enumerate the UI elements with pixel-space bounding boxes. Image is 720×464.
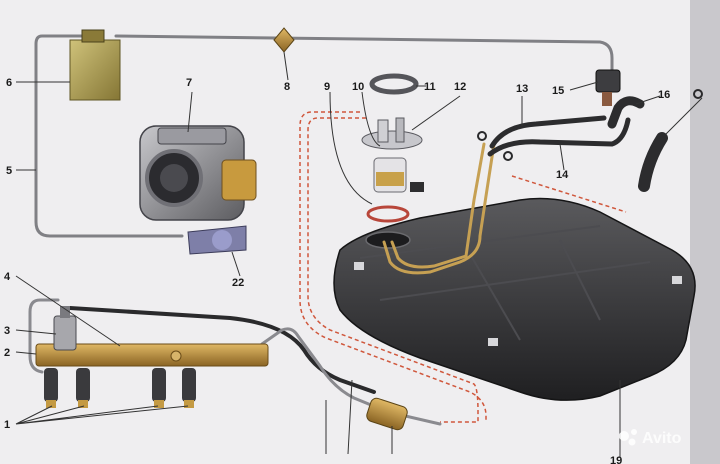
label-14: 14 bbox=[556, 169, 569, 181]
label-5: 5 bbox=[6, 165, 12, 177]
vapor-valve-15 bbox=[595, 69, 621, 106]
fuel-filler-ring-11 bbox=[369, 73, 419, 95]
label-6: 6 bbox=[6, 77, 12, 89]
vapor-hoses bbox=[487, 96, 668, 192]
label-22: 22 bbox=[232, 277, 244, 289]
metal-fuel-line bbox=[34, 34, 614, 238]
fuel-pump-module-10 bbox=[361, 117, 424, 193]
label-16: 16 bbox=[658, 89, 670, 101]
label-11: 11 bbox=[424, 81, 436, 93]
leader-lines bbox=[15, 51, 703, 458]
fuel-rail-4 bbox=[35, 306, 269, 367]
label-4: 4 bbox=[4, 271, 11, 283]
label-9: 9 bbox=[324, 81, 330, 93]
hose-clamps bbox=[477, 89, 703, 161]
label-3: 3 bbox=[4, 325, 10, 337]
part-labels: 6 5 7 8 9 10 11 12 13 14 15 16 22 4 3 2 … bbox=[4, 77, 670, 464]
label-15: 15 bbox=[552, 85, 564, 97]
vapor-lines-dashed bbox=[299, 111, 627, 423]
pump-seal-ring-9 bbox=[366, 205, 410, 223]
label-7: 7 bbox=[186, 77, 192, 89]
tank-fuel-tubes bbox=[382, 142, 496, 275]
label-19: 19 bbox=[610, 455, 622, 464]
page-edge-shadow bbox=[690, 0, 720, 464]
label-8: 8 bbox=[284, 81, 290, 93]
label-13: 13 bbox=[516, 83, 528, 95]
charcoal-canister-6 bbox=[69, 29, 121, 101]
fuel-filter bbox=[366, 397, 408, 431]
pressure-regulator-8 bbox=[273, 27, 295, 53]
return-fuel-line bbox=[68, 306, 376, 394]
fuel-injectors-1 bbox=[44, 368, 196, 408]
fuel-tank-19 bbox=[333, 197, 696, 401]
label-2: 2 bbox=[4, 347, 10, 359]
label-1: 1 bbox=[4, 419, 10, 431]
label-10: 10 bbox=[352, 81, 364, 93]
avito-watermark: Avito bbox=[619, 429, 682, 447]
watermark-text: Avito bbox=[642, 430, 682, 447]
idle-air-valve-22 bbox=[187, 225, 247, 255]
supply-fuel-line bbox=[28, 298, 442, 426]
throttle-body-7 bbox=[139, 125, 257, 221]
label-12: 12 bbox=[454, 81, 466, 93]
